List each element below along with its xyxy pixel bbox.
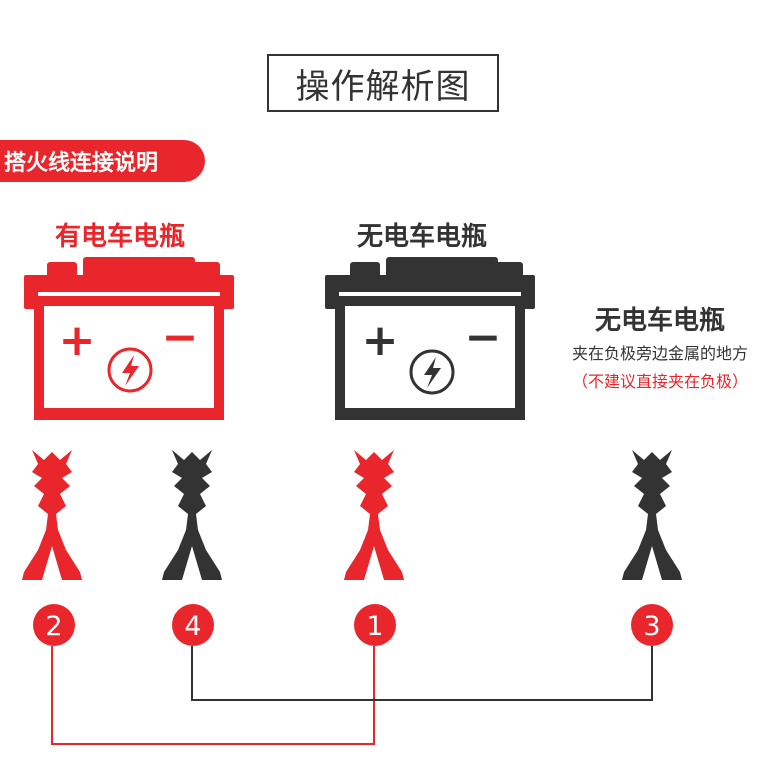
- note-line-1: 夹在负极旁边金属的地方: [571, 344, 748, 363]
- dead-plus-sign: +: [362, 315, 399, 366]
- svg-text:2: 2: [45, 611, 62, 642]
- clamp-red-1: [344, 450, 404, 580]
- svg-text:3: 3: [643, 611, 660, 642]
- clamp-dark-4: [162, 450, 222, 580]
- step-badge-4: 4: [172, 604, 214, 646]
- step-badge-3: 3: [631, 604, 673, 646]
- svg-text:1: 1: [366, 611, 383, 642]
- dead-minus-sign: −: [465, 312, 502, 363]
- clamp-dark-3: [622, 450, 682, 580]
- lightning-icon: [409, 349, 455, 395]
- page-title: 操作解析图: [267, 54, 499, 112]
- dead-battery-label: 无电车电瓶: [357, 222, 488, 252]
- dark-cable-line: [191, 646, 653, 701]
- dead-battery-icon: [325, 257, 535, 420]
- lightning-icon: [107, 347, 153, 393]
- note-line-2: （不建议直接夹在负极）: [571, 372, 748, 391]
- step-badge-2: 2: [33, 604, 75, 646]
- live-battery-label: 有电车电瓶: [55, 222, 186, 252]
- live-plus-sign: +: [59, 315, 96, 366]
- live-battery-icon: [24, 257, 234, 420]
- red-cable-line: [51, 646, 375, 745]
- section-label: 搭火线连接说明: [0, 140, 205, 182]
- live-minus-sign: −: [162, 312, 199, 363]
- clamp-red-2: [22, 450, 82, 580]
- note-title: 无电车电瓶: [594, 306, 725, 336]
- svg-text:4: 4: [184, 611, 201, 642]
- step-badge-1: 1: [354, 604, 396, 646]
